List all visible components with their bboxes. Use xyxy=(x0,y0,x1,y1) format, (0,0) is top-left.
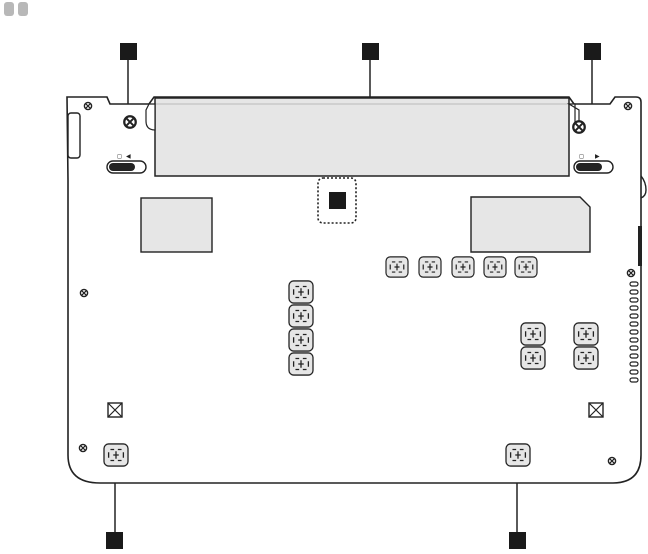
latch-direction-icon: ▶ xyxy=(595,153,600,160)
screw-icon xyxy=(573,121,585,133)
callout-3 xyxy=(584,43,601,60)
right-side-slot xyxy=(638,226,642,266)
battery-pack xyxy=(155,98,569,176)
latch-direction-icon: ◀ xyxy=(126,153,131,160)
left-side-bump xyxy=(68,113,80,158)
callout-1 xyxy=(120,43,137,60)
right-access-panel xyxy=(471,197,590,252)
lock-icon: ◻ xyxy=(579,153,584,160)
lock-icon: ◻ xyxy=(117,153,122,160)
speaker-left-vent xyxy=(104,444,128,466)
callout-6 xyxy=(509,532,526,549)
screw-icon xyxy=(124,116,136,128)
left-access-panel xyxy=(141,198,212,252)
speaker-right-vent xyxy=(506,444,530,466)
rubber-foot-icon xyxy=(108,403,122,417)
callout-4 xyxy=(329,192,346,209)
callout-5 xyxy=(106,532,123,549)
rubber-foot-icon xyxy=(589,403,603,417)
callout-2 xyxy=(362,43,379,60)
battery-left-notch xyxy=(146,104,155,130)
